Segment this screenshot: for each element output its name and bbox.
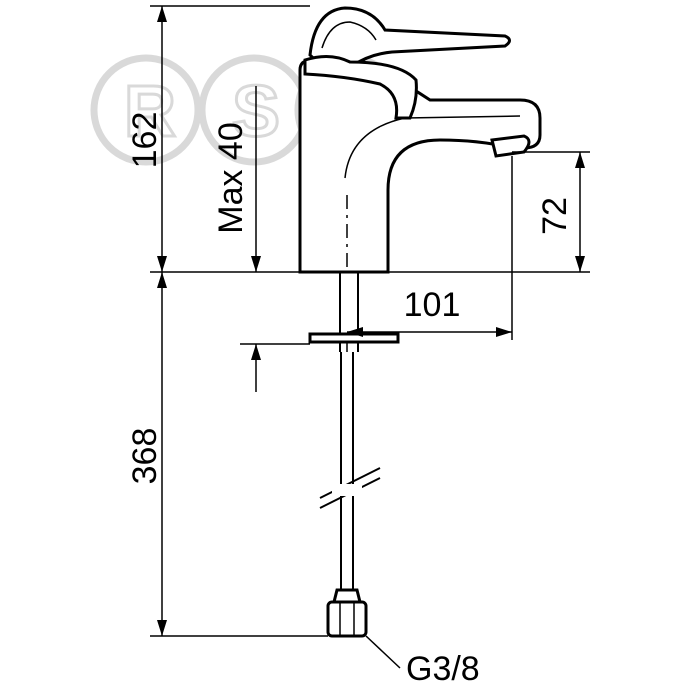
dimension-hose-length: 368 <box>126 272 328 637</box>
dimension-spout-reach: 101 <box>347 156 590 340</box>
dimension-overall-height: 162 <box>126 5 310 273</box>
leader-connection-thread: G3/8 <box>365 635 480 688</box>
faucet-body <box>298 6 542 274</box>
label-overall-height: 162 <box>126 112 164 169</box>
label-hose-length: 368 <box>126 428 164 485</box>
label-spout-height: 72 <box>536 197 574 235</box>
mounting-shank <box>308 272 400 352</box>
label-max-deck: Max 40 <box>212 122 250 234</box>
watermark-letter-1: R <box>124 72 176 152</box>
dimension-spout-height: 72 <box>512 151 590 272</box>
dimension-max-deck: Max 40 <box>212 86 310 392</box>
label-connection-thread: G3/8 <box>406 650 480 688</box>
supply-hose <box>319 352 381 638</box>
label-spout-reach: 101 <box>404 286 461 324</box>
